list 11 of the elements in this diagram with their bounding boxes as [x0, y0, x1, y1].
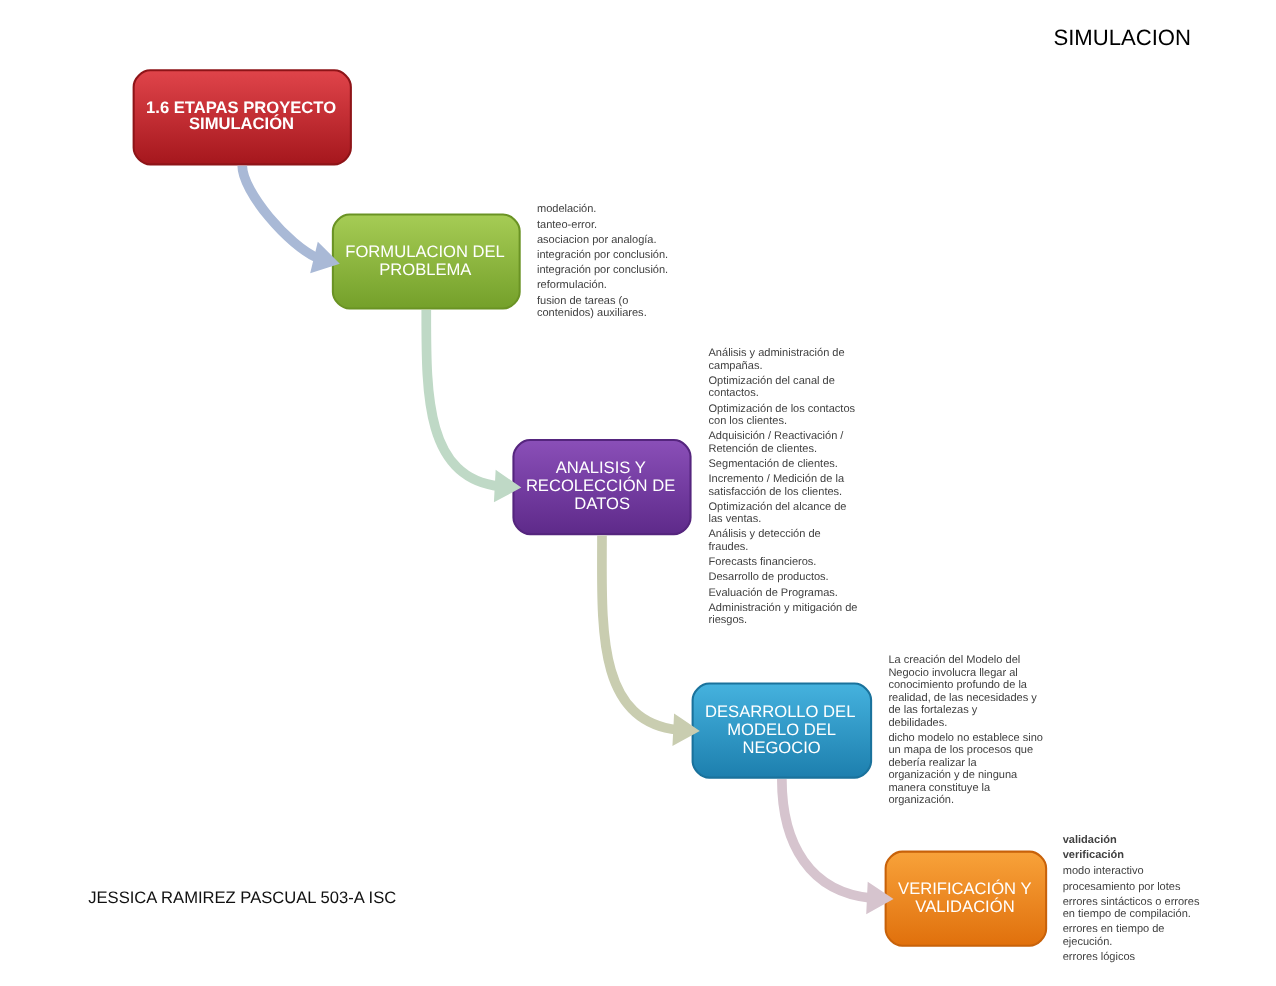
node-box: 1.6 ETAPAS PROYECTO SIMULACIÓN: [131, 69, 351, 166]
arrow: [236, 165, 339, 274]
node-box: DESARROLLO DEL MODELO DEL NEGOCIO: [690, 682, 872, 779]
node-box: VERIFICACIÓN Y VALIDACIÓN: [883, 850, 1047, 947]
node-box: FORMULACION DEL PROBLEMA: [330, 213, 520, 310]
arrow: [776, 778, 893, 915]
node-box: ANALISIS Y RECOLECCIÓN DE DATOS: [511, 438, 691, 536]
label: JESSICA RAMIREZ PASCUAL 503-A ISC: [87, 886, 396, 907]
arrow: [596, 535, 699, 746]
diagram-title: SIMULACION: [1052, 26, 1190, 51]
arrow: [420, 309, 521, 503]
